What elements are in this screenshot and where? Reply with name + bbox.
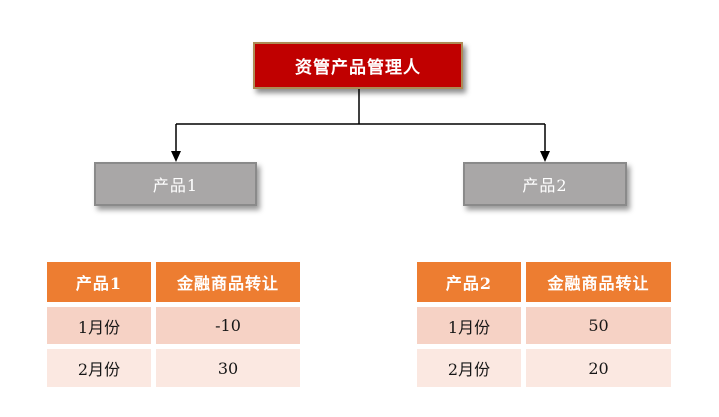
product1-table: 产品1 金融商品转让 1月份 -10 2月份 30 <box>47 262 300 387</box>
table-cell-value: 20 <box>526 349 671 387</box>
org-node-product2: 产品2 <box>463 162 627 206</box>
table-header-cell: 金融商品转让 <box>156 262 300 302</box>
table-header-cell: 产品2 <box>417 262 521 302</box>
org-node-product1: 产品1 <box>94 162 257 206</box>
table-cell-month: 2月份 <box>417 349 521 387</box>
connector-elbow-path <box>175 89 546 151</box>
table-cell-month: 1月份 <box>47 307 151 344</box>
arrowhead-right-icon <box>540 151 550 162</box>
arrowhead-left-icon <box>171 151 181 162</box>
table-cell-value: 50 <box>526 307 671 344</box>
table-cell-month: 1月份 <box>417 307 521 344</box>
table-cell-value: -10 <box>156 307 300 344</box>
table-cell-value: 30 <box>156 349 300 387</box>
product2-table: 产品2 金融商品转让 1月份 50 2月份 20 <box>417 262 671 387</box>
org-node-manager: 资管产品管理人 <box>253 42 463 89</box>
table-cell-month: 2月份 <box>47 349 151 387</box>
table-header-cell: 产品1 <box>47 262 151 302</box>
table-header-cell: 金融商品转让 <box>526 262 671 302</box>
